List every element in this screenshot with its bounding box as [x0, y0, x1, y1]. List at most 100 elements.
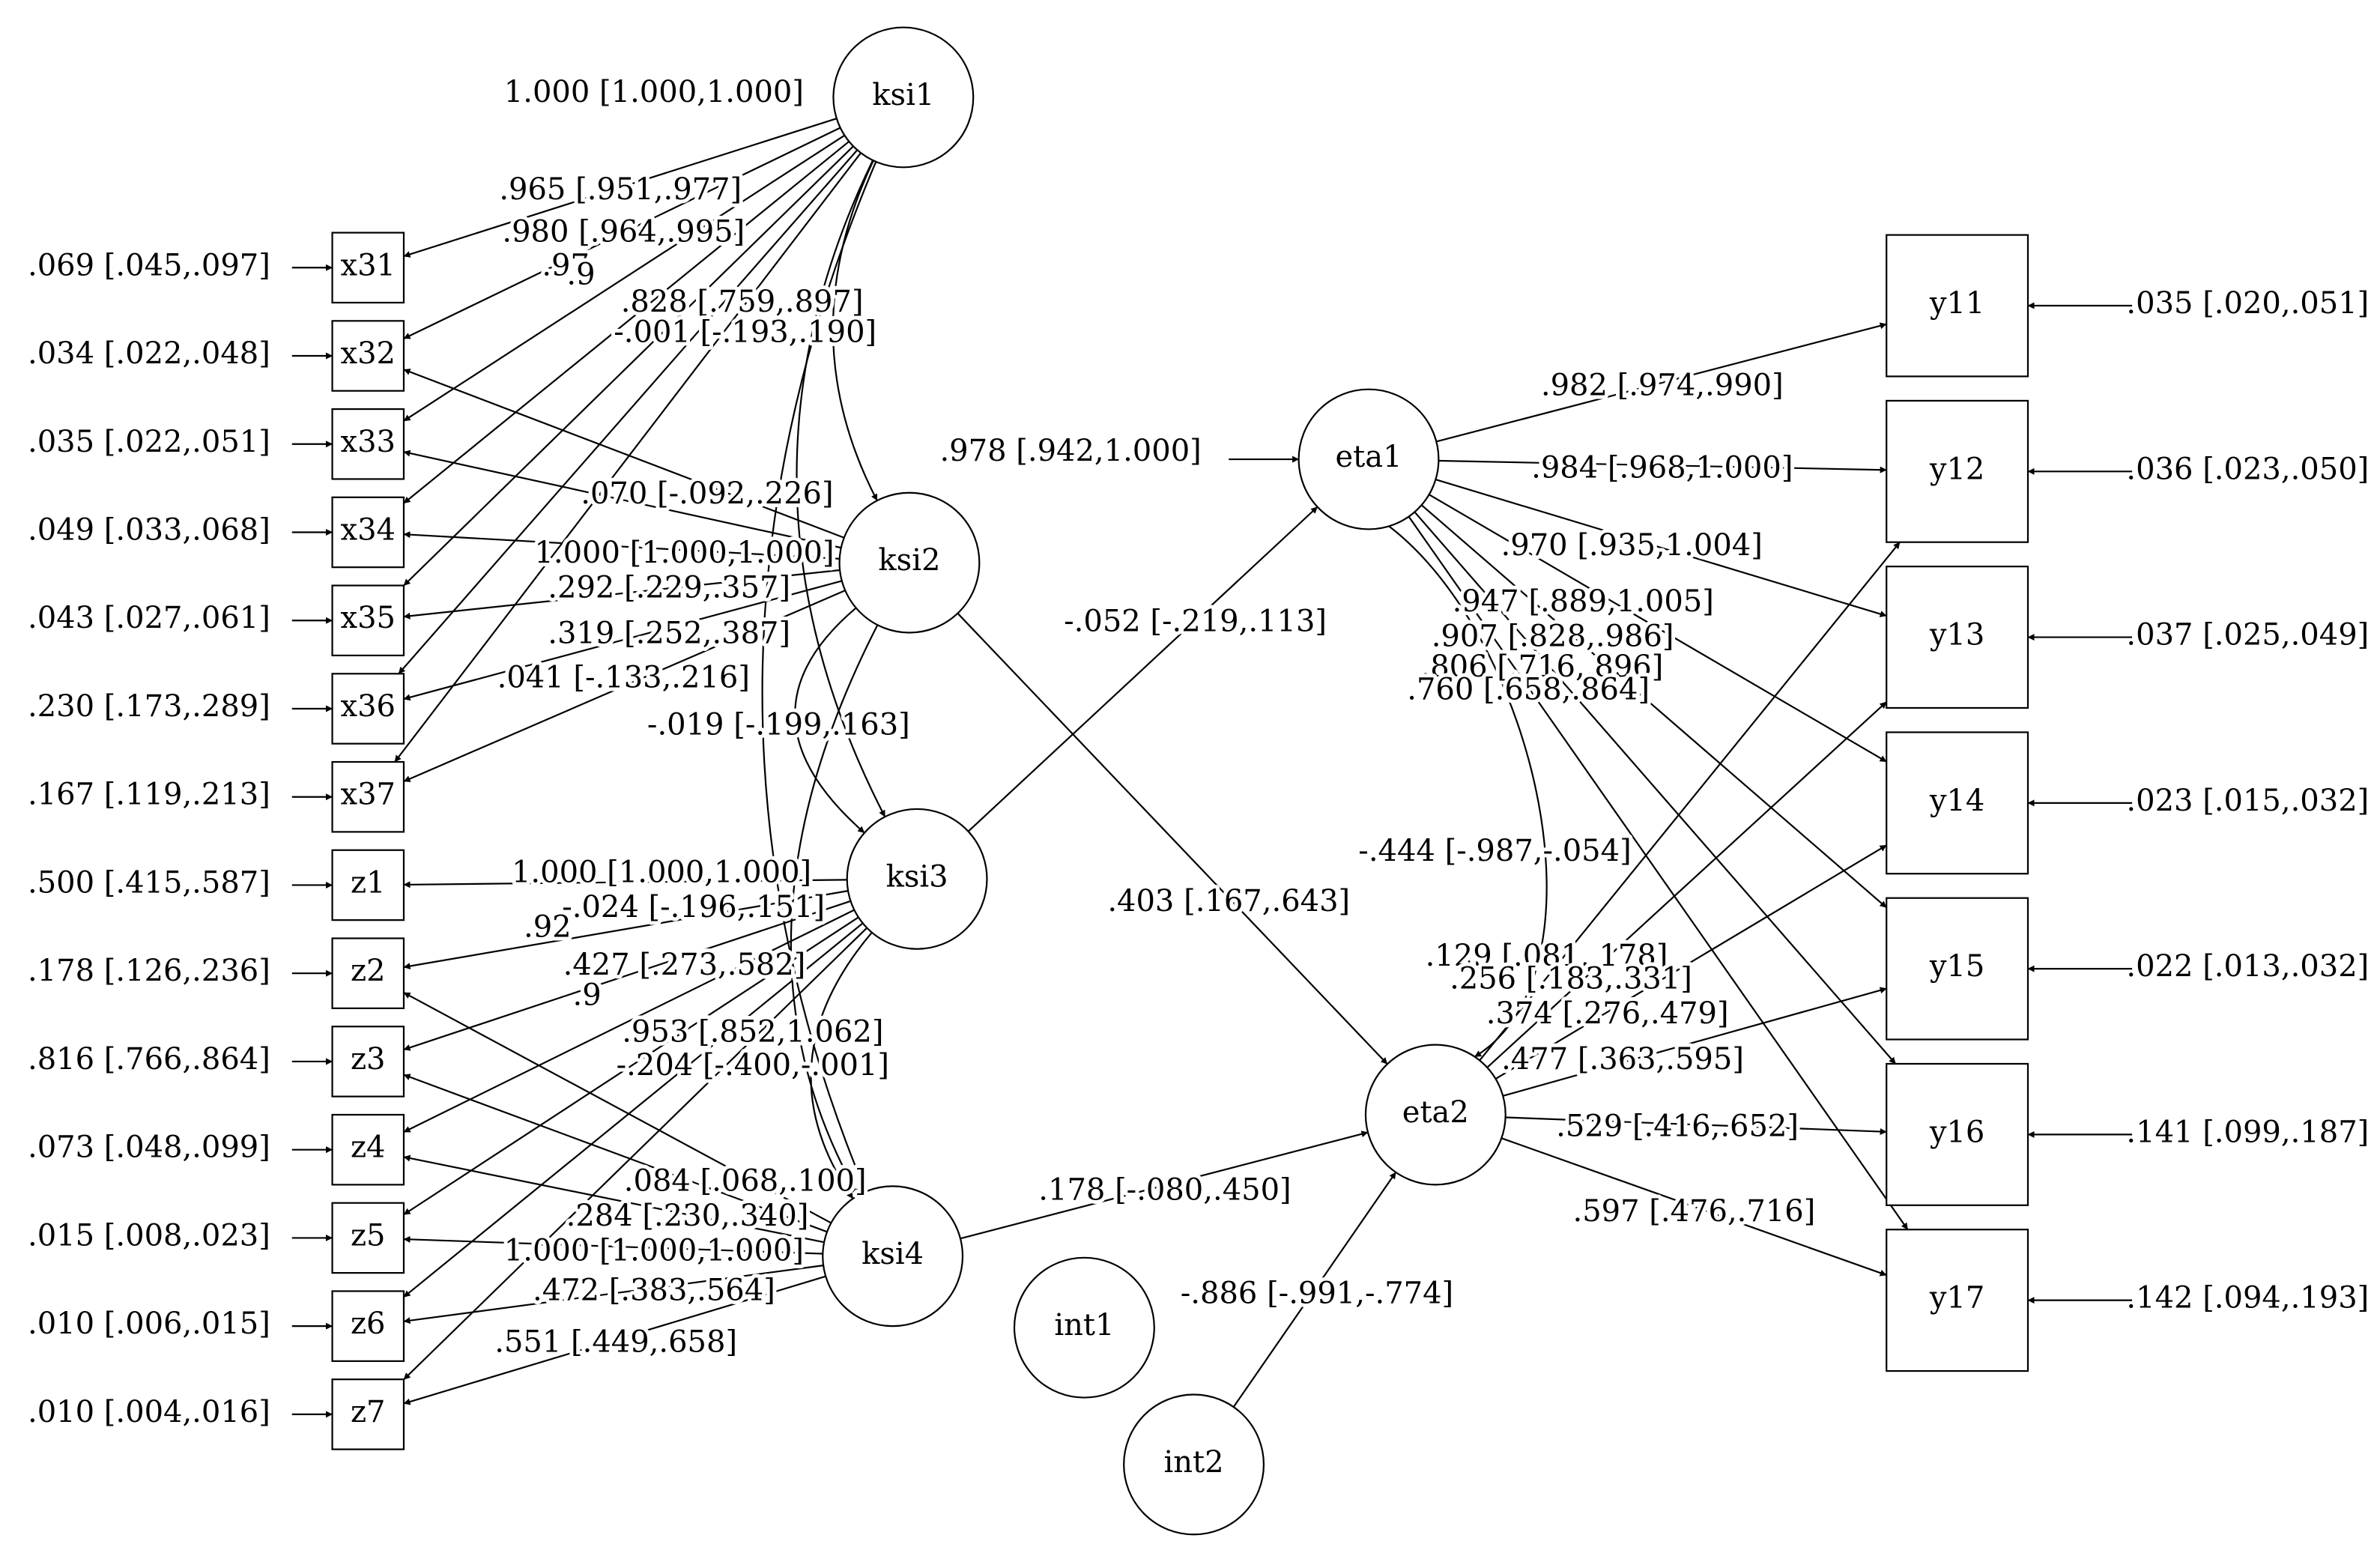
edge-eta1-y16	[1414, 511, 1897, 1065]
edge-eta2-y12	[1479, 542, 1901, 1062]
latent-variable-ksi2	[838, 491, 981, 634]
observed-variable-y16	[1886, 1062, 2029, 1206]
edge-ksi2-x34	[403, 531, 840, 560]
edge-label-eta2_y17: .597 [.476,.716]	[1573, 1194, 1816, 1229]
edge-ksi4-z6	[403, 1265, 824, 1325]
observed-variable-y11	[1886, 234, 2029, 378]
residual-label-eta1: .978 [.942,1.000]	[939, 434, 1201, 468]
latent-variable-eta2	[1364, 1044, 1507, 1186]
edge-label-ksi1_x34: .97	[542, 248, 590, 282]
edge-ksi3-z3	[403, 900, 851, 1051]
observed-variable-x32	[331, 320, 405, 392]
node-label-eta1: eta1	[1335, 440, 1402, 474]
edge-label-eta1_y12: .984 [.968,1.000]	[1531, 450, 1793, 485]
edge-label-eta2_y13: .256 [.183,.331]	[1450, 961, 1692, 996]
edge-ksi3-z6	[403, 922, 864, 1298]
observed-variable-z2	[331, 937, 405, 1009]
edge-ksi4-z4	[403, 1154, 825, 1244]
observed-variable-z1	[331, 849, 405, 921]
node-label-ksi2: ksi2	[878, 543, 940, 578]
node-y17: y17	[1886, 1229, 2029, 1372]
observed-variable-x35	[331, 584, 405, 657]
edge-label-eta1_y11: .982 [.974,.990]	[1541, 369, 1784, 403]
observed-variable-y13	[1886, 566, 2029, 709]
edge-ksi3-eta1	[967, 506, 1318, 832]
residual-label-x36: .230 [.173,.289]	[28, 689, 270, 724]
edge-label-ksi2_ksi4: -.204 [-.400,-.001]	[617, 1048, 889, 1083]
node-z5: z5	[331, 1202, 405, 1274]
edges	[291, 118, 2133, 1418]
edge-label-ksi3_z1: 1.000 [1.000,1.000]	[512, 855, 811, 889]
node-label-x33: x33	[341, 425, 396, 459]
edge-ksi1-x32	[403, 127, 841, 339]
edge-label-eta1_y15: .907 [.828,.986]	[1432, 620, 1674, 654]
observed-variable-y14	[1886, 731, 2029, 875]
residual-label-z6: .010 [.006,.015]	[28, 1307, 270, 1341]
residual-label-z7: .010 [.004,.016]	[28, 1395, 270, 1429]
residual-label-y16: .141 [.099,.187]	[2126, 1115, 2369, 1149]
node-label-z3: z3	[351, 1042, 386, 1077]
node-ksi3: ksi3	[846, 808, 988, 950]
observed-variable-y17	[1886, 1229, 2029, 1372]
covariance-ksi2-ksi3	[794, 601, 865, 834]
edge-label-ksi1_x32: .965 [.951,.977]	[499, 172, 742, 207]
residual-label-z3: .816 [.766,.864]	[28, 1042, 270, 1077]
observed-variable-x33	[331, 408, 405, 480]
node-ksi2: ksi2	[838, 491, 981, 634]
edge-label-ksi4_z6: .472 [.383,.564]	[533, 1274, 775, 1308]
nodes: ksi1ksi2ksi3ksi4eta1eta2int1int2x31x32x3…	[331, 26, 2029, 1536]
node-label-eta2: eta2	[1402, 1095, 1469, 1130]
edge-label-ksi2_x37: .319 [.252,.387]	[548, 617, 790, 651]
edge-label-int2_eta2: -.886 [-.991,-.774]	[1181, 1277, 1453, 1311]
edge-label-ksi3_z2: .92	[524, 909, 572, 944]
edge-ksi2-x32	[403, 369, 845, 539]
node-label-x36: x36	[341, 689, 396, 724]
latent-variable-int1	[1013, 1256, 1155, 1399]
edge-eta2-y15	[1502, 987, 1887, 1097]
edge-label-ksi3_z4: .9	[572, 978, 601, 1013]
residual-label-y15: .022 [.013,.032]	[2126, 949, 2369, 984]
node-x35: x35	[331, 584, 405, 657]
residual-label-y14: .023 [.015,.032]	[2126, 784, 2369, 818]
edge-ksi1-x31	[403, 118, 838, 258]
latent-variable-ksi3	[846, 808, 988, 950]
edge-label-ksi4_z3: .284 [.230,.340]	[566, 1199, 809, 1233]
edge-label-ksi4_z2: .084 [.068,.100]	[624, 1163, 867, 1198]
residual-label-x31: .069 [.045,.097]	[28, 248, 270, 282]
edge-label-ksi1_x37: -.001 [-.193,.190]	[614, 315, 876, 350]
edge-label-eta2_y16: .529 [.416,.652]	[1556, 1109, 1799, 1143]
edge-ksi3-z4	[403, 909, 855, 1133]
node-int1: int1	[1013, 1256, 1155, 1399]
node-x32: x32	[331, 320, 405, 392]
edge-label-ksi1_x36: .828 [.759,.897]	[621, 285, 864, 319]
node-label-x34: x34	[341, 513, 396, 548]
edge-labels: 1.000 [1.000,1.000] .965 [.951,.977] .980 …	[28, 71, 2369, 1429]
edge-ksi1-x35	[403, 145, 854, 587]
node-label-y16: y16	[1929, 1115, 1985, 1149]
node-z6: z6	[331, 1290, 405, 1362]
edge-ksi2-x37	[403, 590, 846, 783]
edge-label-ksi1_ksi3: -.019 [-.199,.163]	[647, 707, 910, 742]
edge-label-ksi1_x33: .980 [.964,.995]	[502, 215, 745, 249]
edge-label-ksi2_ksi3: -.024 [-.196,.151]	[562, 890, 825, 924]
observed-variable-x34	[331, 496, 405, 569]
edge-ksi2-x33	[403, 449, 841, 549]
edge-label-ksi3_z3: .427 [.273,.582]	[563, 948, 806, 982]
edge-label-ksi4_eta2: .178 [-.080,.450]	[1038, 1173, 1291, 1208]
node-y16: y16	[1886, 1062, 2029, 1206]
node-label-ksi1: ksi1	[872, 78, 934, 112]
observed-variable-z7	[331, 1378, 405, 1450]
node-x36: x36	[331, 673, 405, 745]
node-label-x35: x35	[341, 601, 396, 635]
edge-label-eta2_y15: .477 [.363,.595]	[1501, 1042, 1744, 1077]
node-ksi1: ksi1	[832, 26, 975, 169]
edge-ksi3-z2	[403, 890, 849, 969]
observed-variable-y15	[1886, 897, 2029, 1041]
edge-label-ksi4_z5: 1.000 [1.000,1.000]	[504, 1234, 804, 1268]
latent-variable-int2	[1123, 1393, 1265, 1536]
node-label-int1: int1	[1054, 1308, 1114, 1342]
node-ksi4: ksi4	[822, 1185, 964, 1328]
latent-variable-ksi1	[832, 26, 975, 169]
edge-ksi4-z3	[403, 1074, 828, 1233]
node-y13: y13	[1886, 566, 2029, 709]
